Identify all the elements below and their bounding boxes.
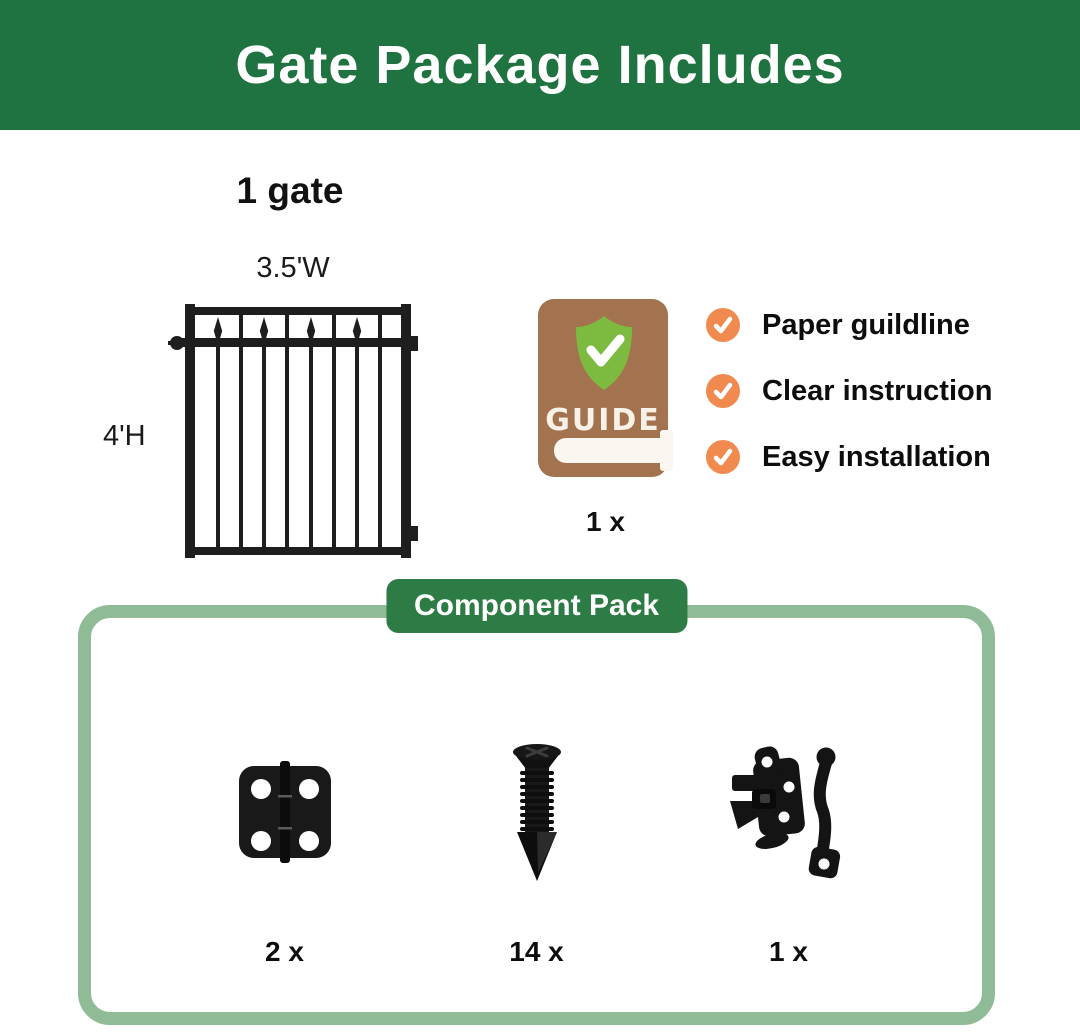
feature-label: Clear instruction: [762, 374, 993, 407]
guide-book-icon: GUIDE: [538, 299, 673, 477]
gate-width-label: 3.5'W: [256, 252, 330, 284]
shield-check-icon: [576, 316, 632, 390]
hinge-quantity-label: 2 x: [265, 936, 304, 967]
gate-illustration-icon: [168, 304, 418, 558]
check-circle-icon: [706, 374, 740, 408]
page-title: Gate Package Includes: [235, 35, 845, 95]
gate-count-label: 1 gate: [236, 170, 344, 211]
screw-quantity-label: 14 x: [509, 936, 564, 967]
guide-quantity-label: 1 x: [586, 506, 625, 537]
component-item-latch: 1 x: [684, 736, 894, 968]
feature-label: Paper guildline: [762, 308, 970, 341]
check-circle-icon: [706, 308, 740, 342]
screw-icon: [512, 744, 561, 881]
feature-row: Clear instruction: [706, 374, 992, 408]
latch-icon: [730, 745, 841, 878]
check-circle-icon: [706, 440, 740, 474]
feature-row: Paper guildline: [706, 308, 992, 342]
component-pack-title: Component Pack: [385, 579, 688, 633]
component-items: 2 x: [91, 618, 982, 968]
guide-book-label: GUIDE: [545, 403, 661, 438]
component-item-screw: 14 x: [432, 736, 642, 968]
component-pack-box: Component Pack 2 x: [78, 579, 995, 1025]
component-item-hinge: 2 x: [180, 736, 390, 968]
feature-list: Paper guildline Clear instruction Easy i…: [706, 308, 992, 506]
gate-height-label: 4'H: [103, 420, 146, 452]
hinge-icon: [238, 761, 331, 863]
feature-label: Easy installation: [762, 440, 991, 473]
feature-row: Easy installation: [706, 440, 992, 474]
latch-quantity-label: 1 x: [769, 936, 808, 967]
header-banner: Gate Package Includes: [0, 0, 1080, 130]
